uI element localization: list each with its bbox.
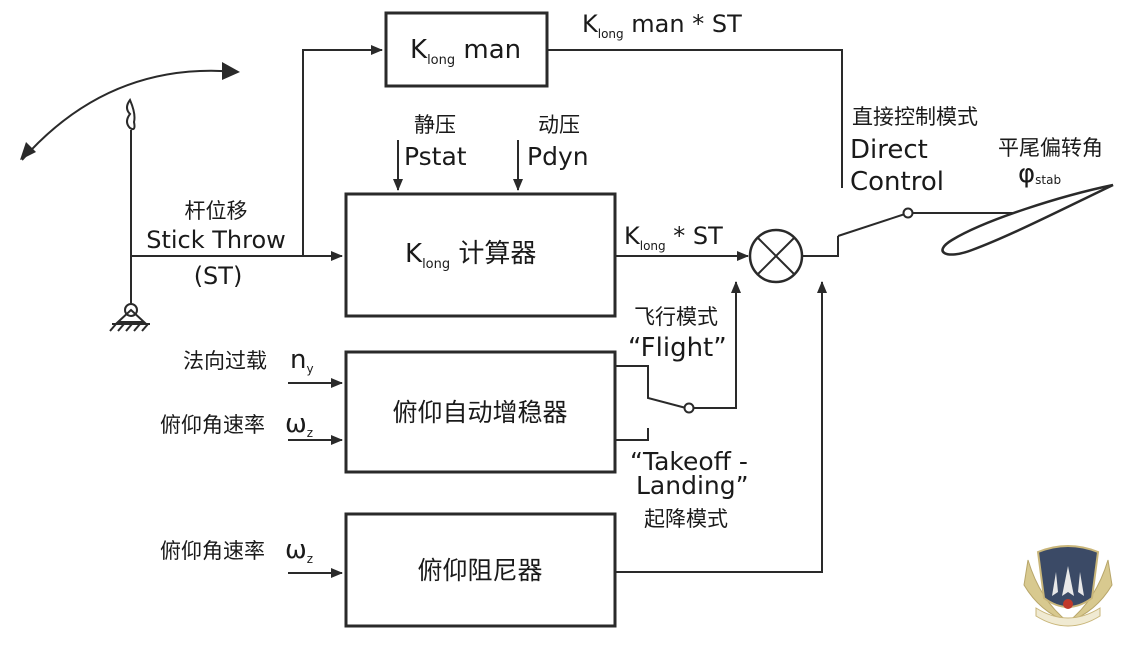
summing-junction — [748, 228, 804, 284]
takeoff-landing-en-1: “Takeoff - — [630, 447, 748, 476]
pitch-sas-block — [344, 350, 617, 474]
takeoff-landing-en-2: Landing” — [636, 471, 749, 500]
sas-switch-node — [683, 402, 695, 414]
direct-control-cn: 直接控制模式 — [852, 105, 978, 129]
control-stick — [20, 62, 240, 332]
direct-control-en-1: Direct — [850, 135, 928, 165]
flight-mode-wire — [616, 365, 687, 409]
takeoff-mode-wire — [616, 428, 649, 441]
stick-mount — [115, 308, 147, 323]
dynamic-pressure-cn: 动压 — [538, 113, 580, 137]
k-man-block-label: Klong man — [410, 35, 521, 68]
k-man-block — [384, 11, 549, 88]
flight-mode-en: “Flight” — [628, 333, 727, 363]
pitch-sas-label: 俯仰自动增稳器 — [392, 398, 567, 427]
stick-throw-cn: 杆位移 — [185, 199, 248, 223]
k-long-output-label: Klong * ST — [624, 222, 723, 253]
dynamic-pressure-en: Pdyn — [527, 142, 589, 171]
k-long-calculator-block — [344, 192, 617, 318]
stick-swing-arc — [21, 69, 239, 161]
stab-deflection-symbol: φstab — [1018, 159, 1061, 189]
arc-arrow-left — [20, 142, 36, 160]
wz-symbol-1: ωz — [285, 409, 313, 440]
stabilizer-airfoil — [941, 183, 1114, 256]
stick-throw-en: Stick Throw — [146, 226, 286, 254]
summer-output-line — [802, 236, 839, 257]
stick-throw-abbr: (ST) — [194, 262, 243, 290]
flight-mode-cn: 飞行模式 — [634, 305, 718, 329]
pitch-rate-cn-1: 俯仰角速率 — [160, 413, 265, 437]
stick-grip — [126, 98, 136, 131]
ny-symbol: ny — [290, 345, 314, 376]
pitch-damper-label: 俯仰阻尼器 — [417, 556, 542, 585]
static-pressure-cn: 静压 — [414, 113, 456, 137]
k-man-output-label: Klong man * ST — [582, 10, 742, 41]
kman-output-line — [548, 49, 843, 188]
sas-to-summer-line — [693, 281, 741, 409]
pitch-rate-cn-2: 俯仰角速率 — [160, 539, 265, 563]
mode-switch-node — [902, 207, 914, 219]
static-pressure-en: Pstat — [404, 142, 467, 171]
wz-symbol-2: ωz — [285, 535, 313, 566]
takeoff-landing-cn: 起降模式 — [644, 507, 728, 531]
stab-deflection-cn: 平尾偏转角 — [998, 136, 1103, 160]
emblem-logo — [1023, 545, 1113, 627]
pitch-damper-block — [344, 512, 617, 628]
k-long-calculator-label: Klong 计算器 — [405, 239, 536, 272]
normal-load-cn: 法向过载 — [183, 349, 267, 373]
mode-switch-blade — [837, 212, 909, 237]
damper-to-summer-line — [616, 281, 827, 573]
arc-arrow-right — [222, 62, 240, 80]
stick-to-kman-line — [302, 45, 383, 256]
stick-ground-hatch — [109, 323, 149, 332]
direct-control-en-2: Control — [850, 167, 944, 197]
